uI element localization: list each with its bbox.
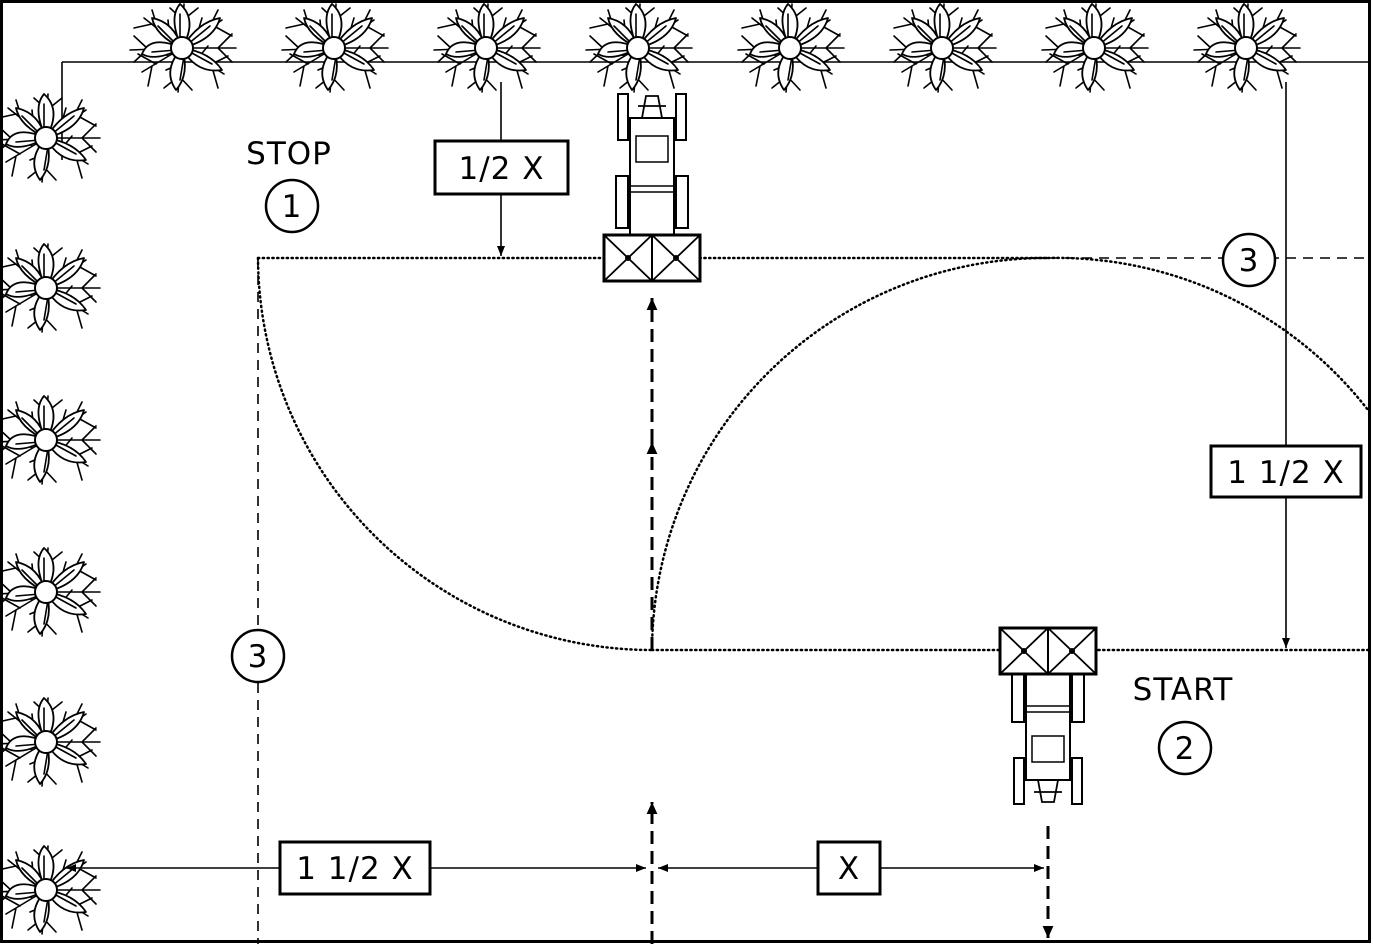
tractor-icon (1011, 659, 1085, 805)
step-3-number: 3 (1239, 243, 1260, 279)
hedge-left (0, 93, 101, 935)
dimension-one-half-x-right: 1 1/2 X (1209, 444, 1363, 499)
right-turn-arc (1046, 256, 1370, 412)
step-3-number: 3 (248, 639, 269, 675)
hedge-tree-icon (737, 3, 845, 93)
step-3-circle-left: 3 (230, 628, 286, 684)
dimension-x-label: X (838, 851, 860, 887)
left-turn-arc (256, 256, 654, 652)
hedge-tree-icon (0, 697, 101, 787)
hedge-tree-icon (129, 3, 237, 93)
step-1-circle: 1 (264, 178, 320, 234)
hedge-top (129, 3, 1301, 93)
hedge-tree-icon (1193, 3, 1301, 93)
dimension-one-half-x-right-label: 1 1/2 X (1227, 455, 1345, 491)
mower-implement-icon (602, 233, 702, 283)
hedge-tree-icon (889, 3, 997, 93)
step-3-circle-top: 3 (1221, 232, 1277, 288)
dimension-one-half-x-bottom-label: 1 1/2 X (296, 851, 414, 887)
dimension-one-half-x-bottom: 1 1/2 X (278, 840, 432, 896)
mower-implement-icon (998, 626, 1098, 676)
hedge-tree-icon (0, 243, 101, 333)
hedge-tree-icon (0, 547, 101, 637)
hedge-tree-icon (1041, 3, 1149, 93)
hedge-tree-icon (585, 3, 693, 93)
start-label: START (1133, 672, 1234, 708)
step-1-number: 1 (282, 189, 303, 225)
hedge-tree-icon (281, 3, 389, 93)
step-2-circle: 2 (1157, 720, 1213, 776)
hedge-tree-icon (0, 93, 101, 183)
tractor-icon (615, 93, 689, 239)
stop-label: STOP (246, 136, 332, 172)
hedge-tree-icon (433, 3, 541, 93)
dimension-half-x-label: 1/2 X (459, 151, 545, 187)
hedge-tree-icon (0, 845, 101, 935)
dimension-x: X (816, 840, 882, 896)
dimension-half-x: 1/2 X (433, 139, 570, 196)
center-turn-arc (650, 256, 1050, 652)
step-2-number: 2 (1175, 731, 1196, 767)
hedge-tree-icon (0, 395, 101, 485)
